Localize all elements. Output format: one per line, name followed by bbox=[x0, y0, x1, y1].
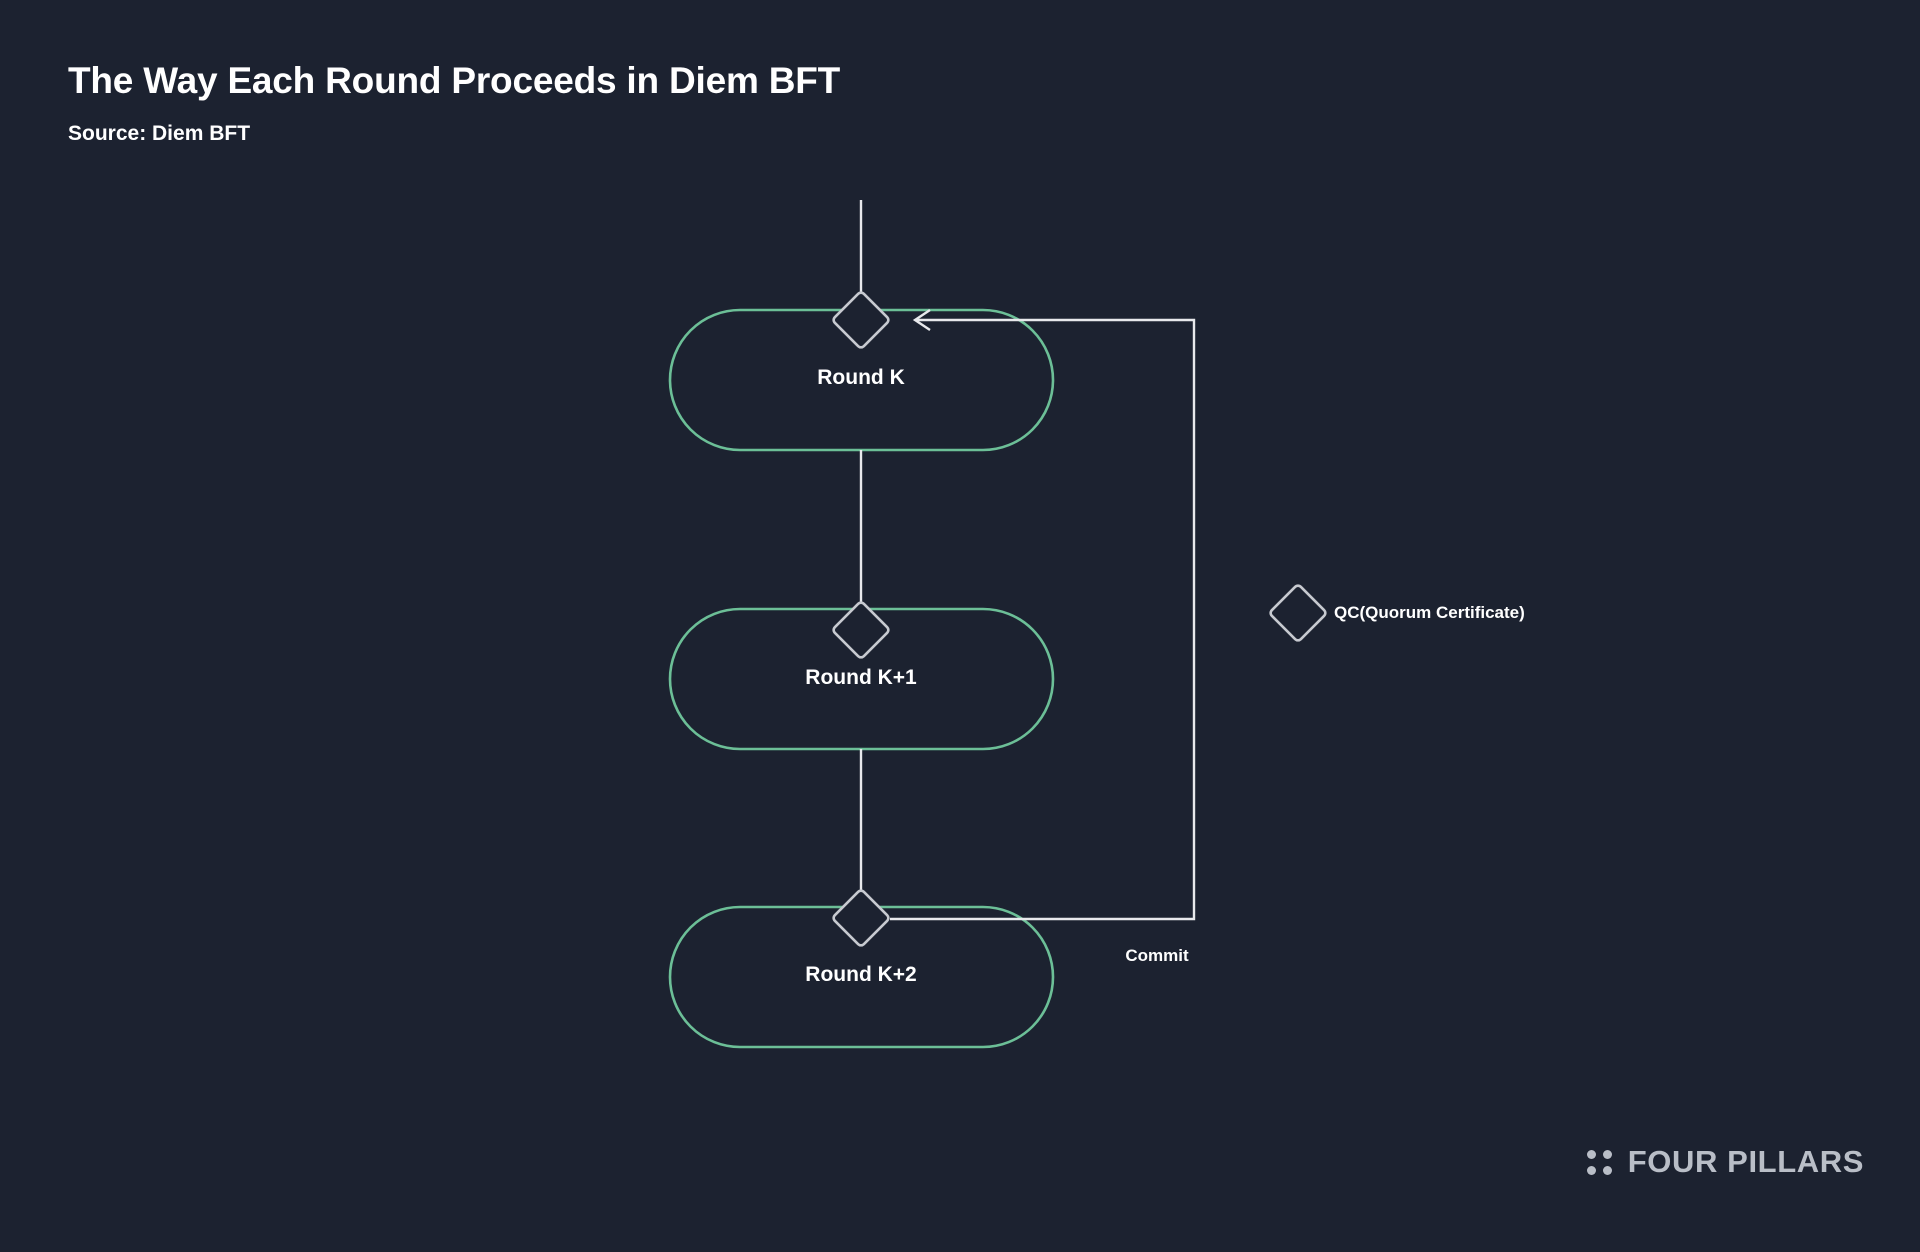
legend-qc-label: QC(Quorum Certificate) bbox=[1334, 603, 1525, 622]
qc-diamond-round-k[interactable] bbox=[832, 291, 890, 349]
page-subtitle-source: Source: Diem BFT bbox=[68, 121, 251, 145]
brand-name-label: FOUR PILLARS bbox=[1627, 1144, 1864, 1179]
node-round-k1-label: Round K+1 bbox=[805, 666, 917, 689]
qc-diamond-round-k1[interactable] bbox=[832, 601, 890, 659]
page-title: The Way Each Round Proceeds in Diem BFT bbox=[68, 60, 841, 101]
edge-commit-return-line bbox=[890, 318, 1196, 921]
header-block: The Way Each Round Proceeds in Diem BFT … bbox=[68, 60, 1268, 146]
node-round-k2-label: Round K+2 bbox=[805, 963, 917, 986]
legend-qc-diamond-icon bbox=[1269, 584, 1327, 642]
edge-commit-return-arrowhead bbox=[912, 309, 931, 331]
edge-commit-label: Commit bbox=[1125, 946, 1189, 965]
qc-diamond-round-k2[interactable] bbox=[832, 889, 890, 947]
brand-logo: FOUR PILLARS bbox=[1586, 1144, 1864, 1180]
four-dots-icon bbox=[1586, 1149, 1612, 1175]
node-round-k-label: Round K bbox=[817, 366, 905, 389]
